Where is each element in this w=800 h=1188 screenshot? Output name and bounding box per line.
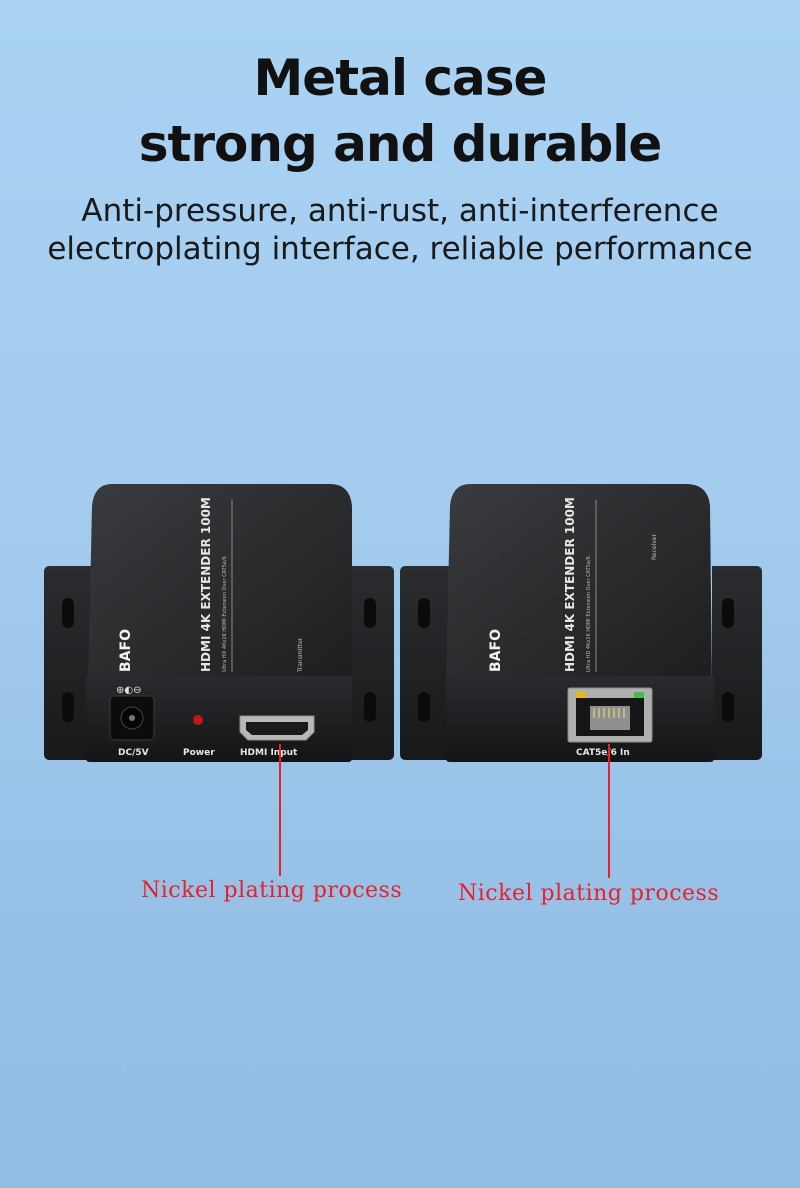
dc-power-jack: ⊕◐⊖ [109,685,155,741]
transmitter-title: HDMI 4K EXTENDER 100M [199,497,213,672]
receiver-subtitle: Ultra HD 4Kx2K HDMI Extension Over CAT5e… [586,556,592,672]
left-flange [44,566,92,760]
power-led [193,715,203,725]
receiver-top [446,484,712,688]
hdmi-port-label: HDMI Input [240,748,298,758]
dc-polarity-icon: ⊕◐⊖ [116,685,141,696]
power-label: Power [183,748,215,758]
rj45-port-label: CAT5e/6 In [576,748,630,758]
transmitter-unit-label: Transmitter [297,637,304,673]
headline-line-1: Metal case [253,49,548,107]
headline-line-2: strong and durable [138,115,663,173]
receiver-device: HDMI 4K EXTENDER 100M Ultra HD 4Kx2K HDM… [400,484,762,762]
transmitter-brand: BAFO [118,629,134,672]
transmitter-device: HDMI 4K EXTENDER 100M Ultra HD 4Kx2K HDM… [44,484,394,762]
right-flange [712,566,762,760]
receiver-title: HDMI 4K EXTENDER 100M [563,497,577,672]
left-flange [400,566,452,760]
callout-leader-line [279,744,281,876]
callout-leader-line [608,744,610,878]
link-led-icon [576,692,586,698]
receiver-brand: BAFO [488,629,504,672]
callout-rj45-plating: Nickel plating process [458,881,720,906]
transmitter-top [88,484,352,688]
hdmi-port [239,715,315,741]
receiver-unit-label: Receiver [651,534,658,560]
subheadline-line-1: Anti-pressure, anti-rust, anti-interfere… [81,193,719,229]
rj45-port [567,687,653,743]
product-image: HDMI 4K EXTENDER 100M Ultra HD 4Kx2K HDM… [44,484,762,762]
transmitter-subtitle: Ultra HD 4Kx2K HDMI Extension Over CAT5e… [222,556,228,672]
right-flange [345,566,394,760]
activity-led-icon [634,692,644,698]
dc-port-label: DC/5V [118,748,149,758]
callout-hdmi-plating: Nickel plating process [141,878,403,903]
subheadline-line-2: electroplating interface, reliable perfo… [47,231,753,267]
